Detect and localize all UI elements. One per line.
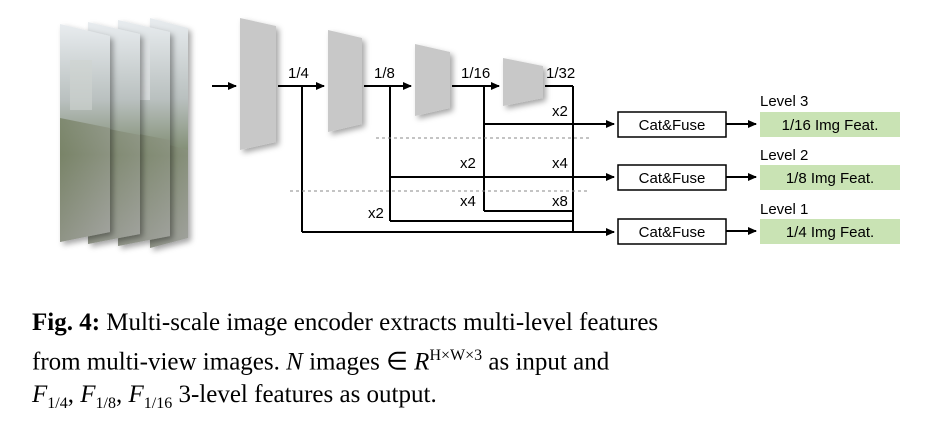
- upsample-label: x4: [460, 193, 476, 210]
- level-label: Level 3: [760, 93, 808, 110]
- upsample-label: x2: [460, 155, 476, 172]
- caption-text: images ∈: [302, 348, 415, 376]
- scale-label: 1/8: [374, 65, 395, 82]
- math-r: R: [414, 348, 430, 376]
- encoder-stage-3: [415, 44, 450, 116]
- encoder-stage-4: [503, 58, 543, 106]
- cat-fuse-label: Cat&Fuse: [639, 224, 706, 241]
- input-image-stack: [60, 18, 188, 248]
- encoder-stage-1: [240, 18, 276, 150]
- math-f-sub: 1/16: [143, 395, 173, 413]
- math-f: F: [80, 381, 96, 409]
- cat-fuse-box-level-3: Cat&Fuse: [617, 111, 727, 138]
- math-n: N: [286, 348, 303, 376]
- math-r-dims: H×W×3: [429, 347, 483, 364]
- upsample-label: x4: [552, 155, 568, 172]
- cat-fuse-box-level-1: Cat&Fuse: [617, 218, 727, 245]
- math-f: F: [128, 381, 144, 409]
- feature-label: 1/8 Img Feat.: [786, 170, 874, 187]
- level-label: Level 2: [760, 147, 808, 164]
- cat-fuse-label: Cat&Fuse: [639, 117, 706, 134]
- upsample-label: x2: [552, 103, 568, 120]
- caption-text: 3-level features as output.: [172, 381, 437, 409]
- caption-text: from multi-view images.: [32, 348, 287, 376]
- feature-label: 1/4 Img Feat.: [786, 224, 874, 241]
- math-f: F: [32, 381, 48, 409]
- upsample-label: x8: [552, 193, 568, 210]
- cat-fuse-box-level-2: Cat&Fuse: [617, 164, 727, 191]
- encoder-stage-2: [328, 30, 362, 132]
- scale-label: 1/32: [546, 65, 575, 82]
- level-label: Level 1: [760, 201, 808, 218]
- cat-fuse-label: Cat&Fuse: [639, 170, 706, 187]
- upsample-label: x2: [368, 205, 384, 222]
- encoder-diagram: 1/4 1/8 1/16 1/32 x2 x2 x4 x4 x8 x2 Cat&…: [60, 18, 900, 248]
- scale-label: 1/4: [288, 65, 309, 82]
- math-f-sub: 1/4: [47, 395, 68, 413]
- output-feature-level-2: Level 2 1/8 Img Feat.: [760, 147, 900, 190]
- scale-label: 1/16: [461, 65, 490, 82]
- output-feature-level-1: Level 1 1/4 Img Feat.: [760, 201, 900, 244]
- figure-caption: Fig. 4: Multi-scale image encoder extrac…: [32, 309, 659, 413]
- feature-label: 1/16 Img Feat.: [782, 117, 879, 134]
- math-f-sub: 1/8: [95, 395, 116, 413]
- caption-text: as input and: [482, 348, 610, 376]
- input-image: [60, 24, 110, 242]
- caption-line-1: Multi-scale image encoder extracts multi…: [106, 309, 659, 336]
- figure-number: Fig. 4:: [32, 309, 101, 336]
- output-feature-level-3: Level 3 1/16 Img Feat.: [760, 93, 900, 137]
